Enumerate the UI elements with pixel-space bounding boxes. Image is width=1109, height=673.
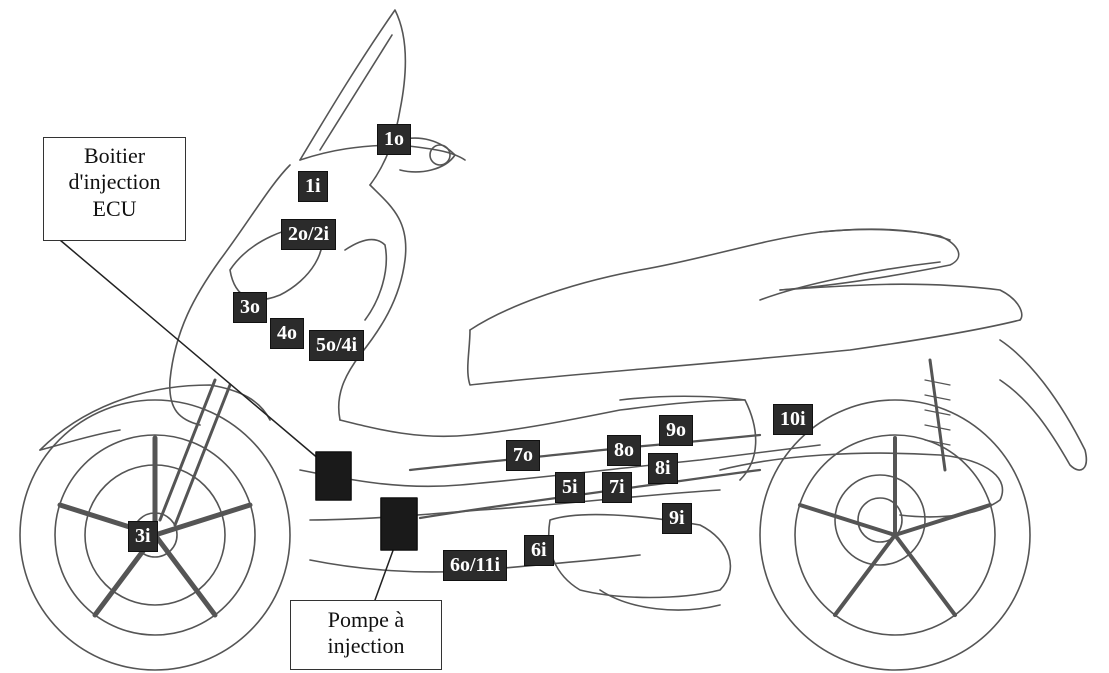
injection-pump-unit bbox=[380, 497, 418, 551]
grab-rail bbox=[759, 261, 941, 301]
tag-10i: 10i bbox=[773, 404, 813, 435]
front-wheel-spokes bbox=[57, 435, 253, 618]
front-fork bbox=[158, 378, 217, 522]
tag-5i: 5i bbox=[555, 472, 585, 503]
seat-top bbox=[779, 228, 960, 291]
tag-5o-4i: 5o/4i bbox=[309, 330, 365, 361]
tag-9o: 9o bbox=[659, 415, 693, 446]
front-wheel-tire bbox=[19, 399, 291, 671]
floorboard bbox=[339, 399, 746, 438]
rear-tail bbox=[999, 339, 1088, 471]
ecu-callout-line-3: ECU bbox=[92, 195, 137, 221]
rear-body bbox=[779, 283, 1023, 321]
rear-wheel-rim bbox=[794, 434, 996, 636]
mirror-mount bbox=[429, 144, 451, 166]
front-fender-lower bbox=[39, 429, 121, 451]
ecu-callout-line-1: Boitier bbox=[83, 143, 146, 168]
tag-4o: 4o bbox=[270, 318, 304, 349]
front-fairing-outline bbox=[337, 184, 407, 421]
tag-3o: 3o bbox=[233, 292, 267, 323]
rear-wheel-hub bbox=[834, 474, 926, 566]
frame-rail-1 bbox=[418, 468, 762, 520]
pump-callout-line-1: Pompe à bbox=[327, 607, 405, 632]
pump-callout: Pompe à injection bbox=[290, 600, 442, 670]
front-fairing bbox=[169, 164, 291, 426]
rear-wheel-tire bbox=[759, 399, 1031, 671]
front-fork-2 bbox=[173, 383, 232, 527]
tag-6i: 6i bbox=[524, 535, 554, 566]
pump-callout-line-2: injection bbox=[327, 633, 405, 659]
ecu-leader-line bbox=[59, 239, 321, 461]
tag-8o: 8o bbox=[607, 435, 641, 466]
tag-7i: 7i bbox=[602, 472, 632, 503]
tag-2o-2i: 2o/2i bbox=[281, 219, 337, 250]
seat-front bbox=[469, 228, 951, 331]
seat-body bbox=[467, 319, 1021, 386]
front-panel-line bbox=[344, 238, 388, 321]
lower-panel bbox=[309, 489, 721, 521]
rear-wheel-hub-inner bbox=[857, 497, 903, 543]
pump-leader-line bbox=[374, 544, 396, 601]
tag-1i: 1i bbox=[298, 171, 328, 202]
side-cover bbox=[619, 395, 757, 481]
tag-6o-11i: 6o/11i bbox=[443, 550, 508, 581]
ecu-callout-line-2: d'injection bbox=[68, 169, 161, 195]
rear-shock bbox=[928, 358, 947, 472]
frame-rail-2 bbox=[408, 433, 762, 472]
tag-9i: 9i bbox=[662, 503, 692, 534]
exhaust bbox=[599, 589, 721, 611]
engine-case bbox=[548, 513, 732, 599]
ecu-callout: Boitier d'injection ECU bbox=[43, 137, 186, 241]
tag-3i: 3i bbox=[128, 521, 158, 552]
front-fender bbox=[39, 384, 271, 451]
tag-1o: 1o bbox=[377, 124, 411, 155]
ecu-unit bbox=[315, 451, 352, 501]
windshield-inner bbox=[319, 34, 393, 151]
handlebar bbox=[399, 137, 456, 173]
tag-7o: 7o bbox=[506, 440, 540, 471]
rear-wheel-spokes bbox=[798, 436, 992, 617]
front-wheel-rim bbox=[54, 434, 256, 636]
rear-shock-spring bbox=[924, 379, 951, 446]
tag-8i: 8i bbox=[648, 453, 678, 484]
